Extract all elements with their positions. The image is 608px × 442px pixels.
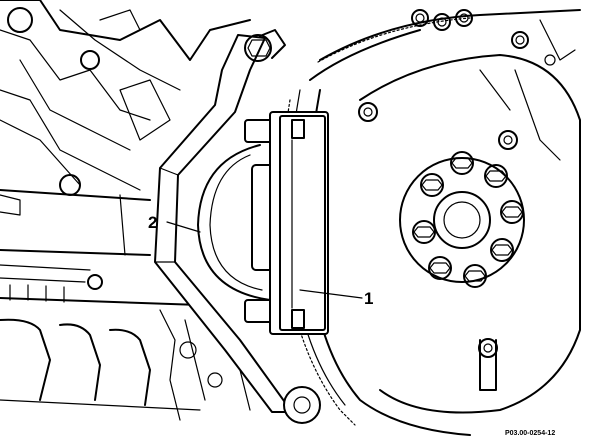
hub-bolt — [412, 220, 436, 244]
top-bolt — [411, 9, 429, 27]
locking-tool — [244, 111, 329, 335]
flywheel-bolt — [498, 130, 518, 150]
callout-2: 2 — [148, 213, 201, 233]
hub-bolt — [420, 173, 444, 197]
hub-bolt — [490, 238, 514, 262]
callout-2-label: 2 — [148, 213, 157, 232]
flywheel-bolt — [358, 102, 378, 122]
callout-1: 1 — [299, 289, 373, 308]
flywheel-bolt — [478, 338, 498, 358]
hub-bolt — [450, 151, 474, 175]
top-bolt — [433, 13, 451, 31]
top-bolt — [455, 9, 473, 27]
hub-bolt — [484, 164, 508, 188]
callout-1-label: 1 — [364, 289, 373, 308]
hub-bolt — [463, 264, 487, 288]
retaining-bracket — [154, 29, 321, 424]
figure-reference: P03.00-0254-12 — [505, 430, 555, 437]
engine-block — [0, 0, 251, 421]
hub-bolt — [500, 200, 524, 224]
top-bolt — [511, 31, 529, 49]
hub-bolt — [428, 256, 452, 280]
